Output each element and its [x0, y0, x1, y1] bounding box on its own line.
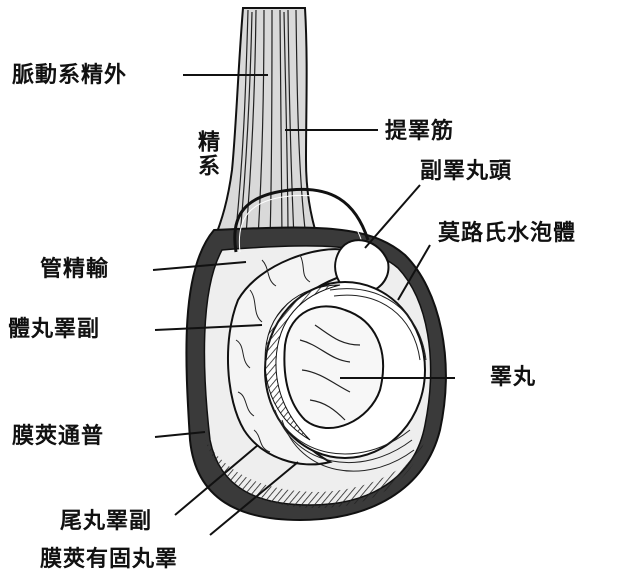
label-tail-of-epididymis: 尾丸睪副	[60, 510, 152, 532]
label-cremaster-muscle: 提睪筋	[385, 120, 454, 142]
label-body-of-epididymis: 體丸睪副	[8, 318, 100, 340]
label-spermatic-cord: 精系	[196, 130, 218, 178]
label-external-spermatic-artery: 脈動系精外	[12, 64, 127, 86]
label-appendix-testis: 莫路氏水泡體	[438, 222, 576, 244]
label-head-of-epididymis: 副睪丸頭	[420, 160, 512, 182]
label-testis: 睪丸	[490, 366, 536, 388]
label-tunica-vaginalis-propria: 膜莢有固丸睪	[40, 548, 178, 570]
spermatic-cord-shape	[214, 8, 318, 240]
label-tunica-vaginalis-common: 膜莢通普	[12, 425, 104, 447]
label-vas-deferens: 管精輸	[40, 258, 109, 280]
